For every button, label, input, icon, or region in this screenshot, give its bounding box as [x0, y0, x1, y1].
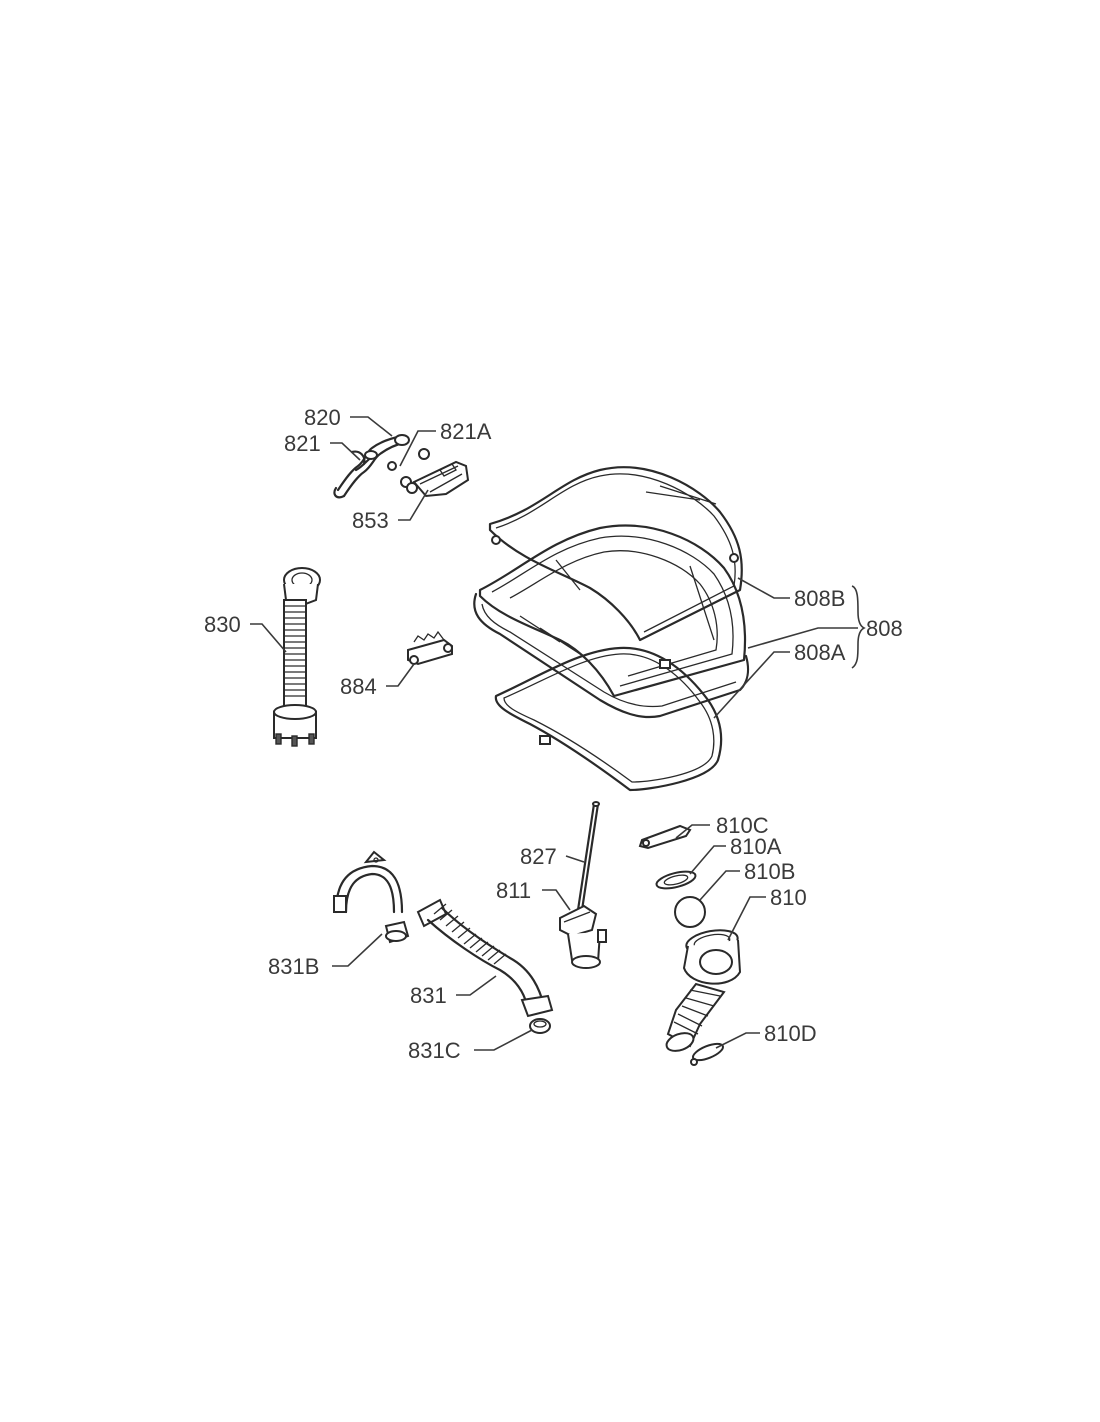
part-853-valve [387, 448, 470, 498]
part-820-821-hoses [333, 434, 410, 499]
label-821: 821 [284, 431, 321, 456]
label-810D: 810D [764, 1021, 817, 1046]
label-831B: 831B [268, 954, 319, 979]
part-810D-clamp [690, 1042, 725, 1066]
leader-853 [398, 489, 429, 521]
leader-831 [456, 975, 497, 996]
part-810B-ball [674, 896, 706, 928]
leader-810D [715, 1032, 760, 1049]
leader-808B [737, 577, 790, 599]
part-831C-cap [529, 1018, 551, 1034]
leader-810A [689, 845, 726, 875]
label-810C: 810C [716, 813, 769, 838]
label-831C: 831C [408, 1038, 461, 1063]
leader-lines [250, 416, 866, 1051]
part-830-drain-hose [273, 567, 321, 747]
label-831: 831 [410, 983, 447, 1008]
leader-811 [542, 889, 571, 911]
leader-830 [250, 623, 287, 653]
part-810-sump-hose [665, 929, 742, 1052]
label-810B: 810B [744, 859, 795, 884]
label-808: 808 [866, 616, 903, 641]
label-821A: 821A [440, 419, 492, 444]
label-820: 820 [304, 405, 341, 430]
leader-820 [350, 416, 393, 437]
label-827: 827 [520, 844, 557, 869]
label-810: 810 [770, 885, 807, 910]
leader-821A [399, 430, 436, 467]
part-808B-upper-frame [488, 466, 743, 642]
leader-831C [474, 1029, 533, 1051]
leader-884 [386, 663, 415, 687]
leader-810B [699, 870, 740, 901]
brace-808 [851, 585, 866, 669]
leader-821 [330, 442, 361, 461]
leader-810C [675, 824, 710, 839]
leader-831B [332, 933, 383, 967]
label-808A: 808A [794, 640, 846, 665]
part-827-rod [576, 801, 600, 912]
part-811-pressure-switch [559, 904, 607, 969]
leader-810 [727, 896, 766, 941]
part-831-hose [416, 898, 554, 1018]
label-810A: 810A [730, 834, 782, 859]
part-884-clip [407, 630, 453, 666]
part-808A-gasket [494, 646, 723, 792]
leader-808 [747, 627, 858, 649]
label-853: 853 [352, 508, 389, 533]
part-810A-seal [655, 870, 697, 890]
part-labels: 820 821 821A 853 830 884 808B 808 808A 8… [204, 405, 903, 1063]
label-808B: 808B [794, 586, 845, 611]
leader-808A [713, 651, 790, 719]
part-831B-hose-guide [333, 850, 410, 944]
part-808-tub-ring [473, 592, 750, 719]
label-811: 811 [496, 878, 531, 903]
part-810C-clamp [638, 824, 692, 850]
leader-827 [565, 855, 585, 863]
part-808-middle-frame [478, 524, 747, 698]
label-830: 830 [204, 612, 241, 637]
label-884: 884 [340, 674, 377, 699]
